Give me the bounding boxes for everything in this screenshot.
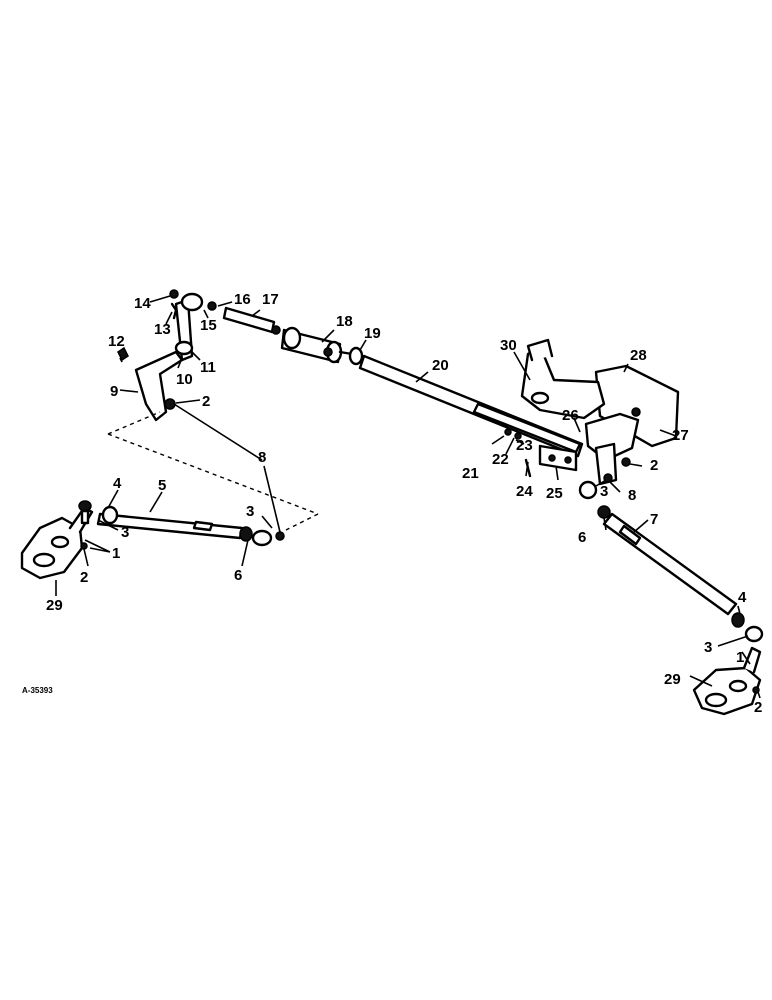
right-steering-knuckle-arm <box>692 646 762 716</box>
callout-26: 26 <box>562 407 579 424</box>
callout-13: 13 <box>154 321 171 338</box>
callout-29-b: 29 <box>664 671 681 688</box>
callout-23: 23 <box>516 437 533 454</box>
callout-2-c: 2 <box>754 699 762 716</box>
callout-11: 11 <box>200 359 216 376</box>
callout-24: 24 <box>516 483 533 500</box>
drawing-reference-number: A-35393 <box>22 686 53 695</box>
callout-7: 7 <box>650 511 658 528</box>
callout-3: 3 <box>121 524 129 541</box>
callout-1-b: 1 <box>736 649 744 666</box>
right-upper-bracket <box>520 338 606 420</box>
callout-6: 6 <box>234 567 242 584</box>
callout-28: 28 <box>630 347 647 364</box>
callout-4: 4 <box>113 475 122 492</box>
callout-3-b: 3 <box>246 503 254 520</box>
right-tie-rod <box>578 480 764 643</box>
callout-5: 5 <box>158 477 166 494</box>
right-frame-bracket <box>584 364 680 486</box>
callout-15: 15 <box>200 317 217 334</box>
callout-14: 14 <box>134 295 151 312</box>
callout-22: 22 <box>492 451 509 468</box>
callout-3-c: 3 <box>704 639 712 656</box>
callout-9: 9 <box>110 383 118 400</box>
leader-lines <box>55 295 761 699</box>
callout-10: 10 <box>176 371 193 388</box>
power-cylinder-sleeve <box>280 326 364 366</box>
callout-8: 8 <box>258 449 266 466</box>
callout-29: 29 <box>46 597 63 614</box>
callout-27: 27 <box>672 427 689 444</box>
callout-2: 2 <box>202 393 210 410</box>
callout-2-d: 2 <box>650 457 658 474</box>
callout-3-d: 3 <box>600 483 608 500</box>
assembly-guide-line <box>107 411 319 531</box>
callout-8-b: 8 <box>628 487 636 504</box>
callout-30: 30 <box>500 337 517 354</box>
left-ball-stud <box>78 500 92 550</box>
callout-25: 25 <box>546 485 563 502</box>
callout-1: 1 <box>112 545 120 562</box>
callout-12: 12 <box>108 333 125 350</box>
right-small-clamp <box>504 428 578 478</box>
callout-2-b: 2 <box>80 569 88 586</box>
callout-18: 18 <box>336 313 353 330</box>
drag-link <box>222 306 281 335</box>
callout-labels: 1 2 3 4 5 6 7 8 9 10 11 12 13 14 15 16 1… <box>22 291 762 716</box>
callout-16: 16 <box>234 291 251 308</box>
callout-6-b: 6 <box>578 529 586 546</box>
callout-19: 19 <box>364 325 381 342</box>
left-arm-bracket <box>117 289 217 422</box>
callout-17: 17 <box>262 291 279 308</box>
long-link-rod <box>358 354 584 458</box>
callout-20: 20 <box>432 357 449 374</box>
callout-21: 21 <box>462 465 479 482</box>
callout-4-b: 4 <box>738 589 747 606</box>
